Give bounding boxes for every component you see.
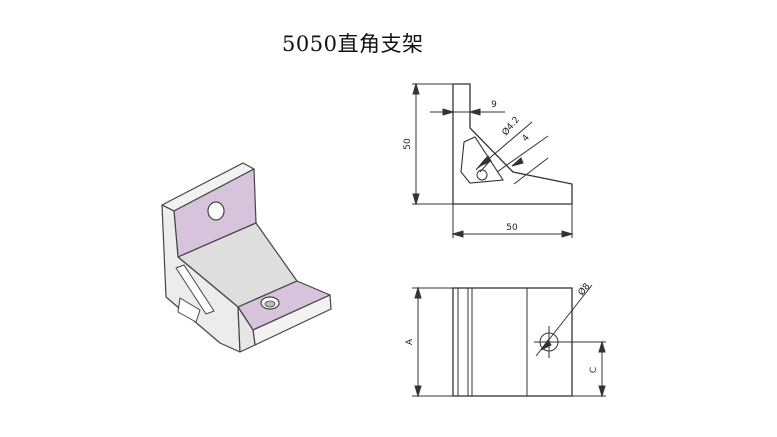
arrow [414, 286, 422, 299]
offset-dim-label: 9 [491, 100, 497, 110]
bottom-plate-side-edge [237, 306, 256, 353]
slot-hole [476, 169, 488, 181]
arrow [540, 339, 552, 351]
thickness-leader-2 [513, 157, 549, 185]
position-dim-label: C [589, 367, 599, 373]
arrow [479, 155, 492, 167]
arrow [442, 108, 455, 116]
height-dim-label: 50 [403, 138, 413, 150]
top-view [412, 284, 606, 398]
arrow [414, 385, 422, 398]
arrow [598, 385, 606, 398]
arrow [561, 230, 574, 238]
arrow [511, 157, 524, 167]
bottom-hole-inner [264, 300, 276, 308]
thickness-dim-label: 4 [521, 133, 533, 144]
arrow [412, 193, 420, 206]
back-plate-hole [207, 201, 225, 221]
arrow [468, 108, 481, 116]
arrow [598, 340, 606, 353]
hole-dim-label: Ø4.2 [500, 114, 522, 137]
side-cutout [175, 264, 215, 315]
bracket-3d-view [161, 162, 332, 353]
arrow [451, 230, 464, 238]
arrow [412, 82, 420, 95]
l-profile-outline [452, 83, 573, 205]
side-profile-view [412, 82, 574, 238]
slot-hatch-2 [479, 161, 490, 173]
hole-dim-label: Ø8 [576, 281, 593, 298]
page-title: 5050直角支架 [282, 32, 424, 56]
width-dim-label: 50 [506, 223, 518, 233]
side-cutout-2 [177, 297, 201, 323]
length-dim-label: A [405, 338, 415, 345]
profile-slot [460, 136, 504, 184]
thickness-leader [496, 135, 549, 173]
